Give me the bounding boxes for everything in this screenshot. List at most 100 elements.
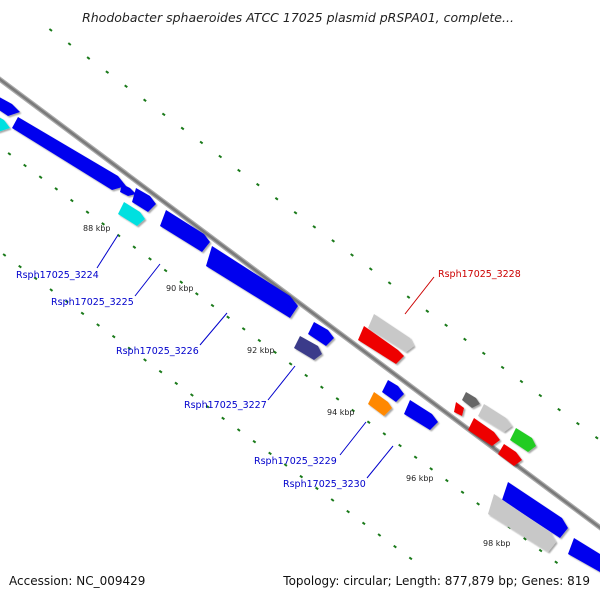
leader-line xyxy=(96,234,119,269)
gene-arrow[interactable] xyxy=(478,404,512,432)
gene-arrow-rsph17025-3229[interactable] xyxy=(368,392,392,416)
gene-arrow[interactable] xyxy=(12,117,126,190)
gene-arrow-rsph17025-3224[interactable] xyxy=(118,202,145,226)
gene-label-rsph17025-3228[interactable]: Rsph17025_3228 xyxy=(438,269,521,280)
gene-label-rsph17025-3230[interactable]: Rsph17025_3230 xyxy=(283,479,366,490)
tick-mark xyxy=(460,490,465,495)
tick-mark xyxy=(523,537,527,541)
tick-mark xyxy=(236,428,241,432)
leader-line xyxy=(134,263,161,297)
tick-mark xyxy=(179,280,184,284)
gene-arrow[interactable] xyxy=(120,184,136,196)
tick-mark xyxy=(161,112,166,117)
gene-arrow[interactable] xyxy=(498,444,522,466)
gene-arrow[interactable] xyxy=(568,538,600,572)
tick-mark xyxy=(255,182,260,187)
tick-mark xyxy=(127,346,132,351)
tick-mark xyxy=(180,126,185,131)
tick-mark xyxy=(86,56,91,60)
tick-mark xyxy=(312,225,317,229)
gene-label-rsph17025-3224[interactable]: Rsph17025_3224 xyxy=(16,270,99,281)
tick-mark xyxy=(105,70,110,74)
tick-mark xyxy=(116,233,121,238)
tick-mark xyxy=(283,463,288,467)
gene-arrow[interactable] xyxy=(132,188,156,212)
gene-arrow[interactable] xyxy=(510,428,536,452)
tick-mark xyxy=(158,369,163,374)
tick-mark xyxy=(304,373,309,378)
tick-mark xyxy=(346,509,350,514)
gene-label-rsph17025-3226[interactable]: Rsph17025_3226 xyxy=(116,346,199,357)
tick-mark xyxy=(85,210,90,214)
gene-arrow[interactable] xyxy=(0,112,10,132)
tick-mark xyxy=(413,455,418,460)
tick-mark xyxy=(444,323,448,328)
tick-mark xyxy=(241,327,246,331)
gene-arrow[interactable] xyxy=(468,418,500,446)
tick-mark xyxy=(218,154,223,159)
tick-mark xyxy=(361,521,366,526)
gene-arrow[interactable] xyxy=(454,402,464,416)
tick-mark xyxy=(142,98,147,102)
tick-mark xyxy=(49,288,54,292)
tick-mark xyxy=(463,337,467,342)
tick-mark xyxy=(314,486,319,491)
gene-arrow-rsph17025-3227[interactable] xyxy=(294,336,322,360)
tick-mark xyxy=(54,187,59,191)
leader-line xyxy=(267,365,296,401)
leader-line xyxy=(366,445,394,479)
map-title: Rhodobacter sphaeroides ATCC 17025 plasm… xyxy=(82,10,514,25)
tick-mark xyxy=(576,421,580,426)
tick-mark xyxy=(205,404,210,409)
tick-mark xyxy=(382,432,387,436)
gene-arrow[interactable] xyxy=(488,494,556,552)
tick-mark xyxy=(330,498,335,502)
tick-mark xyxy=(174,381,179,386)
tick-mark xyxy=(33,276,38,281)
tick-label-98: 98 kbp xyxy=(483,539,511,548)
tick-mark xyxy=(519,379,524,384)
tick-mark xyxy=(48,28,53,32)
tick-mark xyxy=(237,168,241,173)
tick-mark xyxy=(293,210,298,215)
gene-arrow[interactable] xyxy=(308,322,334,346)
tick-mark xyxy=(377,533,382,537)
gene-arrow-rsph17025-3230[interactable] xyxy=(404,400,438,430)
tick-mark xyxy=(554,560,559,565)
gene-arrow[interactable] xyxy=(502,482,568,538)
tick-mark xyxy=(143,358,147,362)
gene-arrow[interactable] xyxy=(0,92,20,116)
tick-mark xyxy=(538,393,543,398)
tick-mark xyxy=(124,84,128,89)
tick-mark xyxy=(273,350,277,355)
tick-mark xyxy=(350,253,354,257)
tick-mark xyxy=(274,197,279,201)
tick-mark xyxy=(7,152,12,156)
tick-mark xyxy=(96,323,100,327)
gene-arrow[interactable] xyxy=(382,380,404,402)
tick-mark xyxy=(23,163,27,168)
tick-label-88: 88 kbp xyxy=(83,224,111,233)
label-leaders xyxy=(96,234,435,479)
gene-label-rsph17025-3229[interactable]: Rsph17025_3229 xyxy=(254,456,337,467)
tick-label-90: 90 kbp xyxy=(166,284,194,293)
tick-mark xyxy=(500,365,505,370)
gene-arrow-rsph17025-3226[interactable] xyxy=(206,246,298,318)
tick-mark xyxy=(111,334,116,339)
gene-arrow-rsph17025-3228[interactable] xyxy=(368,314,414,352)
tick-label-94: 94 kbp xyxy=(327,408,355,417)
gene-arrow[interactable] xyxy=(358,326,404,364)
tick-mark xyxy=(368,267,373,271)
tick-mark xyxy=(429,467,434,471)
tick-mark xyxy=(476,502,480,506)
tick-mark xyxy=(252,439,257,444)
tick-mark xyxy=(80,311,85,316)
gene-arrow-rsph17025-3225[interactable] xyxy=(160,210,210,252)
tick-mark xyxy=(594,436,599,440)
tick-mark xyxy=(319,385,324,389)
gene-label-rsph17025-3227[interactable]: Rsph17025_3227 xyxy=(184,400,267,411)
gene-arrow[interactable] xyxy=(462,392,480,408)
tick-mark xyxy=(406,295,411,299)
tick-mark xyxy=(288,362,293,366)
gene-label-rsph17025-3225[interactable]: Rsph17025_3225 xyxy=(51,297,134,308)
